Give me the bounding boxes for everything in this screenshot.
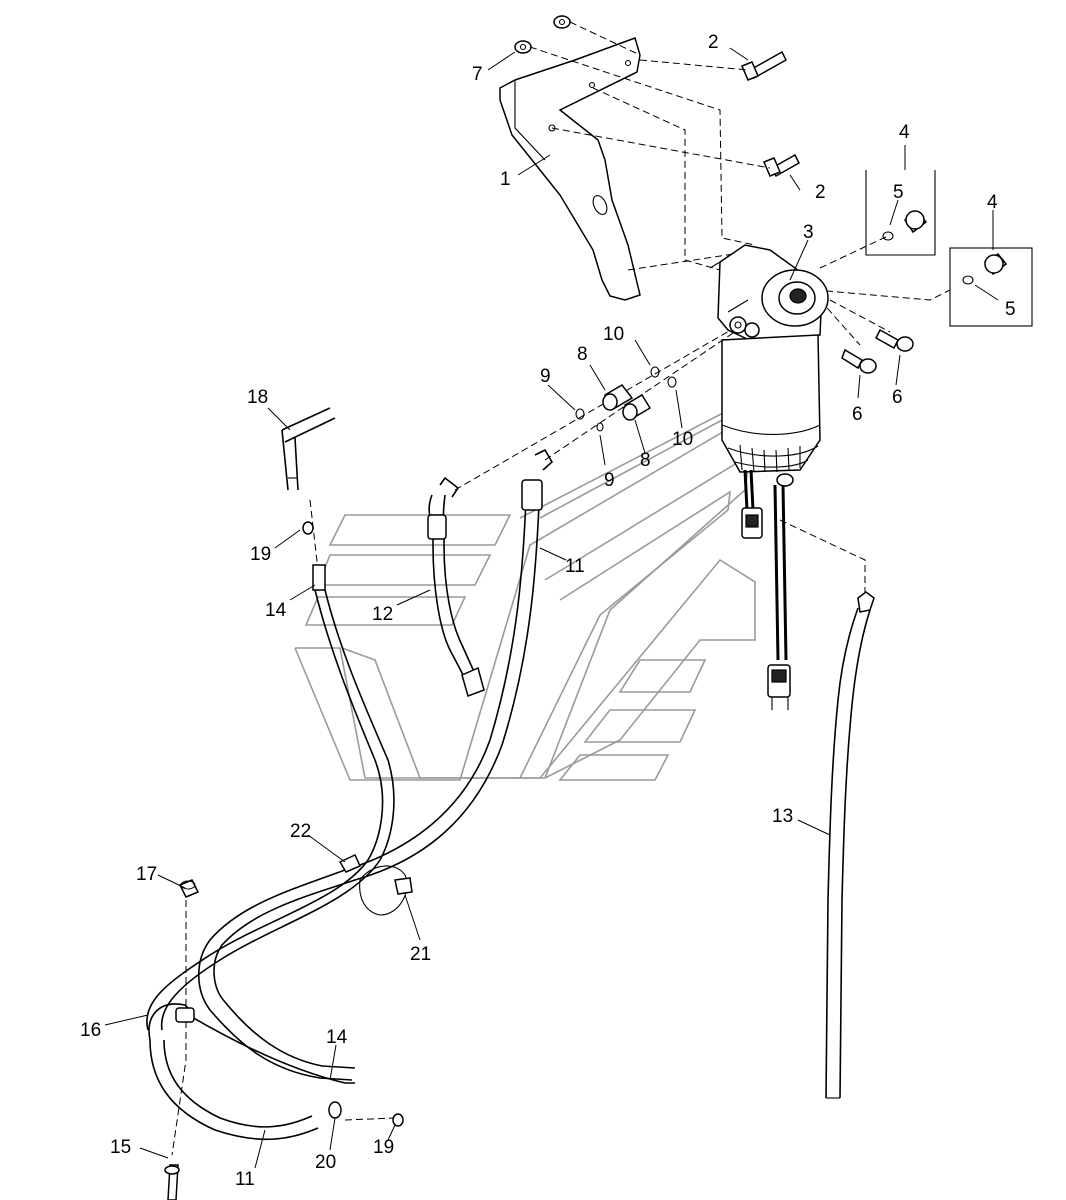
callout-5: 5 xyxy=(1005,299,1016,320)
callout-17: 17 xyxy=(136,864,157,885)
callout-1: 1 xyxy=(500,169,511,190)
callout-5: 5 xyxy=(893,182,904,203)
clamp-21-22 xyxy=(338,854,413,916)
callout-10: 10 xyxy=(603,324,624,345)
callout-14: 14 xyxy=(265,600,287,621)
callout-12: 12 xyxy=(372,604,393,625)
callout-2: 2 xyxy=(815,182,826,203)
cap-19 xyxy=(302,521,404,1127)
callout-labels: 1 2 2 3 4 4 5 5 6 6 7 8 8 9 9 10 10 11 1… xyxy=(80,32,1016,1190)
callout-8: 8 xyxy=(577,344,588,365)
leader-lines xyxy=(104,47,999,1169)
callout-19: 19 xyxy=(373,1137,394,1158)
bolt-15 xyxy=(164,1164,180,1200)
callout-6: 6 xyxy=(892,387,903,408)
hose-11 xyxy=(148,448,554,1141)
callout-3: 3 xyxy=(803,222,814,243)
washer-9-10 xyxy=(575,366,677,432)
assembly-dashed-lines xyxy=(171,21,951,1156)
clamp-16 xyxy=(175,1007,195,1023)
callout-9: 9 xyxy=(540,366,551,387)
nut-7 xyxy=(514,15,571,54)
bolt-6 xyxy=(841,328,914,374)
callout-box-4 xyxy=(865,170,1033,327)
callout-6: 6 xyxy=(852,404,863,425)
bolt-2 xyxy=(741,50,800,178)
callout-7: 7 xyxy=(472,64,483,85)
callout-4: 4 xyxy=(987,192,998,213)
hose-18 xyxy=(281,407,336,491)
callout-19: 19 xyxy=(250,544,271,565)
callout-15: 15 xyxy=(110,1137,131,1158)
callout-14: 14 xyxy=(326,1027,348,1048)
hose-13 xyxy=(825,591,875,1099)
callout-8: 8 xyxy=(640,450,651,471)
callout-13: 13 xyxy=(772,806,793,827)
callout-18: 18 xyxy=(247,387,268,408)
callout-11: 11 xyxy=(565,556,585,577)
hose-14 xyxy=(146,564,395,1084)
clip-20 xyxy=(328,1101,342,1119)
callout-21: 21 xyxy=(410,944,431,965)
callout-10: 10 xyxy=(672,429,693,450)
plug-4 xyxy=(882,210,1008,285)
fitting-8 xyxy=(602,384,652,421)
mounting-bracket xyxy=(499,37,641,301)
callout-2: 2 xyxy=(708,32,719,53)
callout-11: 11 xyxy=(235,1169,255,1190)
callout-4: 4 xyxy=(899,122,910,143)
callout-20: 20 xyxy=(315,1152,336,1173)
hose-12 xyxy=(427,476,485,697)
callout-16: 16 xyxy=(80,1020,101,1041)
callout-9: 9 xyxy=(604,470,615,491)
callout-22: 22 xyxy=(290,821,311,842)
fuel-filter-assembly xyxy=(709,244,829,710)
cap-17 xyxy=(178,879,200,898)
